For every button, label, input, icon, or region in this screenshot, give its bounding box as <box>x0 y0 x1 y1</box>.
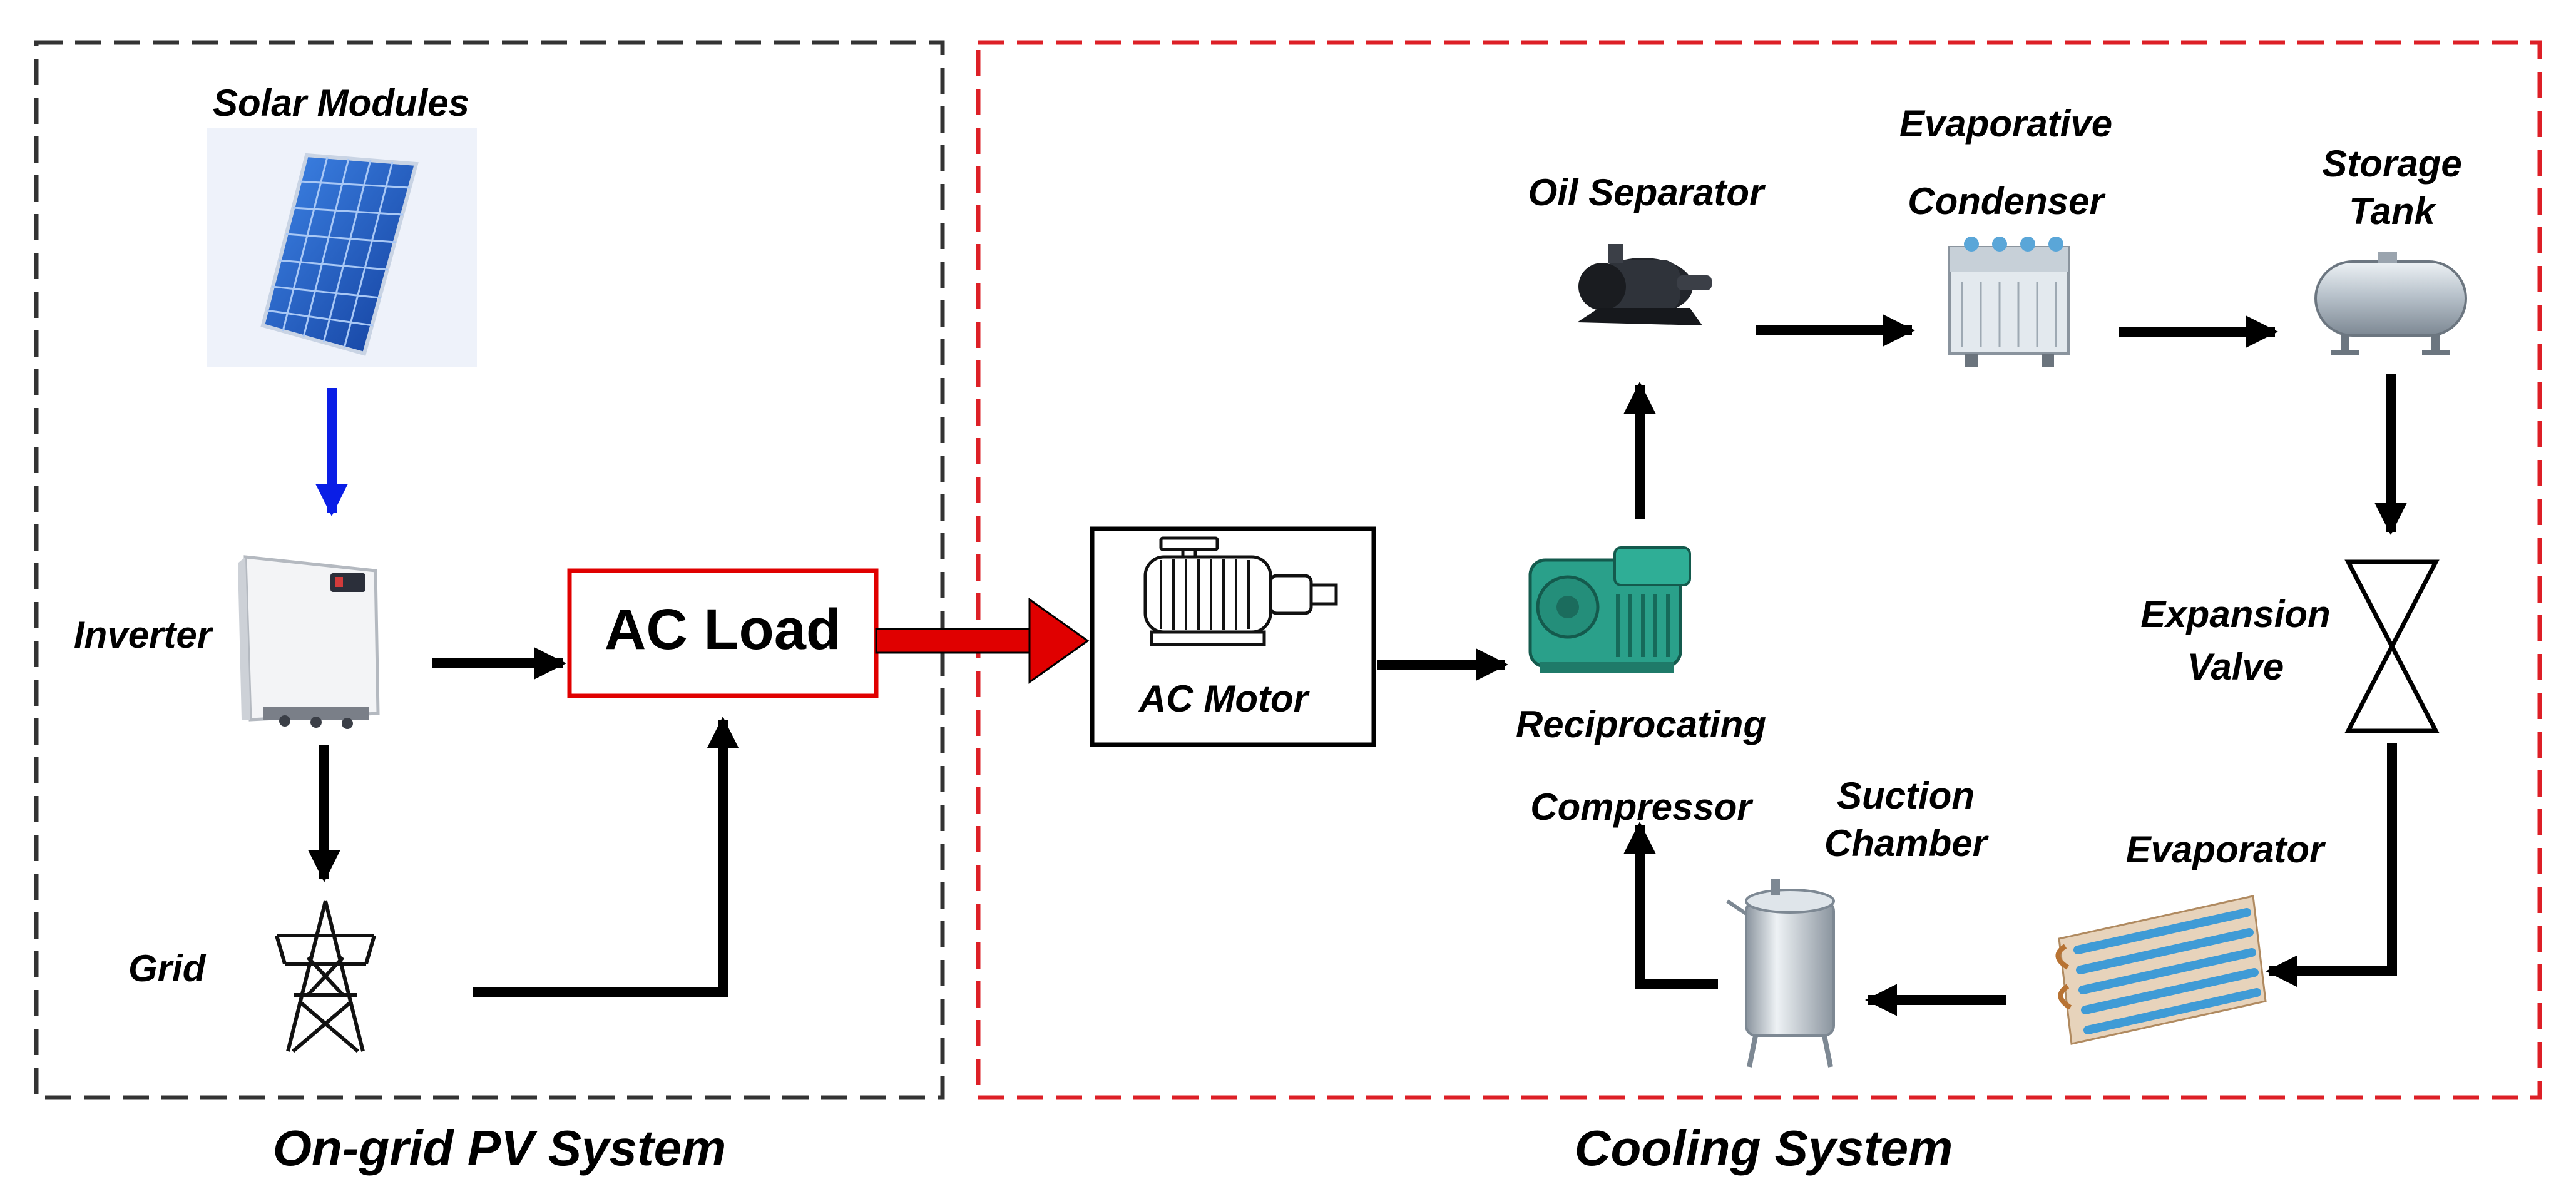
inverter-icon <box>238 555 380 729</box>
compressor-icon <box>1528 546 1691 673</box>
storage-tank-icon <box>2314 252 2467 355</box>
condenser-label-line1: Evaporative <box>1899 103 2112 145</box>
ac-load-to-motor-arrow <box>875 598 1090 684</box>
inverter-label: Inverter <box>74 614 214 656</box>
ac-load-box <box>567 568 879 698</box>
expansion-valve-icon <box>2344 559 2440 733</box>
suction-chamber-label-line1: Suction <box>1837 775 1975 817</box>
evaporator-coil-icon <box>2055 895 2267 1045</box>
condenser-label-line2: Condenser <box>1908 180 2106 222</box>
solar-panel-icon <box>207 128 477 367</box>
suction-chamber-icon <box>1726 879 1835 1068</box>
evaporator-label: Evaporator <box>2126 829 2326 870</box>
expansion-valve-label-line2: Valve <box>2187 646 2284 688</box>
grid-label: Grid <box>128 947 207 989</box>
suction-chamber-label-line2: Chamber <box>1824 822 1990 864</box>
expansion-valve-label-line1: Expansion <box>2140 593 2330 635</box>
compressor-label-line2: Compressor <box>1530 786 1754 828</box>
ac-load-label: AC Load <box>605 598 841 661</box>
cooling-system-boundary <box>976 40 2542 1100</box>
valve-to-evaporator-arrow <box>2265 743 2397 987</box>
pv-system-title: On-grid PV System <box>273 1120 727 1176</box>
suction-chamber-to-compressor-arrow <box>1623 821 1718 989</box>
oil-separator-label: Oil Separator <box>1528 171 1766 213</box>
storage-tank-label-line2: Tank <box>2349 190 2436 232</box>
compressor-label-line1: Reciprocating <box>1516 703 1766 745</box>
pv-system-boundary <box>34 40 945 1100</box>
oil-separator-icon <box>1577 244 1712 325</box>
storage-tank-label-line1: Storage <box>2322 143 2461 185</box>
ac-motor-icon <box>1143 536 1338 646</box>
transmission-tower-icon <box>275 900 376 1053</box>
evaporative-condenser-icon <box>1948 237 2070 367</box>
grid-to-ac-load-arrow <box>473 716 739 997</box>
solar-modules-label: Solar Modules <box>213 82 469 124</box>
ac-motor-label: AC Motor <box>1138 678 1311 720</box>
cooling-system-title: Cooling System <box>1575 1120 1953 1176</box>
